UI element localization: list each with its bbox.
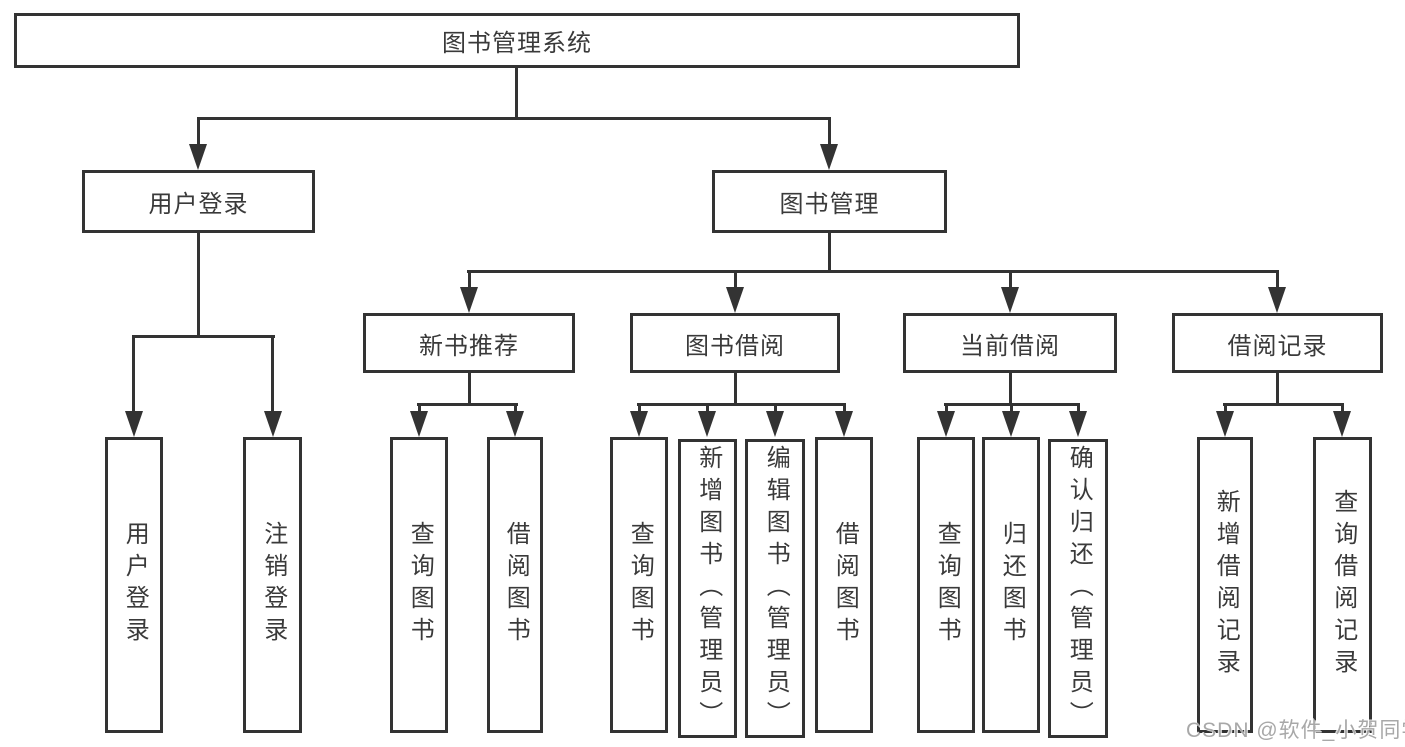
leaf-add-borrow-record: 新增借阅记录 [1197, 437, 1253, 733]
connector-line [1276, 371, 1279, 406]
connector-arrowhead [698, 411, 716, 437]
connector-arrowhead [1268, 287, 1286, 313]
leaf-add-book-admin: 新增图书（管理员） [678, 439, 737, 738]
connector-arrowhead [189, 144, 207, 170]
connector-line [515, 67, 518, 119]
connector-line [1224, 403, 1227, 416]
connector-line [1341, 403, 1344, 416]
connector-line [774, 403, 777, 416]
connector-arrowhead [630, 411, 648, 437]
connector-line [418, 403, 421, 416]
connector-line [1010, 403, 1013, 416]
node-user-login: 用户登录 [82, 170, 315, 233]
leaf-return-books: 归还图书 [982, 437, 1040, 733]
connector-arrowhead [726, 287, 744, 313]
connector-line [197, 117, 200, 147]
connector-line [132, 335, 135, 415]
node-current-borrowing: 当前借阅 [903, 313, 1117, 373]
connector-arrowhead [264, 411, 282, 437]
connector-line [1223, 403, 1343, 406]
node-new-book-recommendation: 新书推荐 [363, 313, 575, 373]
leaf-query-books-borrow: 查询图书 [610, 437, 668, 733]
connector-line [637, 403, 845, 406]
leaf-query-borrow-record: 查询借阅记录 [1313, 437, 1372, 733]
connector-arrowhead [937, 411, 955, 437]
connector-arrowhead [1216, 411, 1234, 437]
connector-line [1009, 371, 1012, 406]
leaf-logout: 注销登录 [243, 437, 302, 733]
connector-line [945, 403, 948, 416]
connector-arrowhead [125, 411, 143, 437]
node-library-management-system: 图书管理系统 [14, 13, 1020, 68]
connector-arrowhead [1069, 411, 1087, 437]
connector-arrowhead [460, 287, 478, 313]
connector-arrowhead [1002, 411, 1020, 437]
connector-line [1009, 270, 1012, 290]
connector-line [468, 371, 471, 406]
connector-line [132, 335, 275, 338]
connector-line [417, 403, 518, 406]
connector-line [197, 117, 831, 120]
connector-arrowhead [1333, 411, 1351, 437]
node-book-borrowing: 图书借阅 [630, 313, 840, 373]
connector-line [828, 117, 831, 147]
leaf-user-login: 用户登录 [105, 437, 163, 733]
connector-line [1276, 270, 1279, 290]
connector-arrowhead [835, 411, 853, 437]
connector-line [271, 335, 274, 415]
connector-line [734, 371, 737, 406]
leaf-borrow-books: 借阅图书 [815, 437, 873, 733]
connector-line [706, 403, 709, 416]
connector-arrowhead [410, 411, 428, 437]
leaf-query-books-current: 查询图书 [917, 437, 975, 733]
connector-arrowhead [766, 411, 784, 437]
leaf-borrow-books-recommend: 借阅图书 [487, 437, 543, 733]
connector-line [843, 403, 846, 416]
node-book-management: 图书管理 [712, 170, 947, 233]
connector-line [468, 270, 471, 290]
connector-arrowhead [506, 411, 524, 437]
leaf-query-books-recommend: 查询图书 [390, 437, 448, 733]
connector-arrowhead [820, 144, 838, 170]
csdn-watermark: CSDN @软件_小贺同学 [1186, 719, 1405, 742]
connector-line [734, 270, 737, 290]
leaf-confirm-return-admin: 确认归还（管理员） [1048, 439, 1108, 738]
connector-line [467, 270, 1279, 273]
leaf-edit-book-admin: 编辑图书（管理员） [745, 439, 805, 738]
connector-line [828, 231, 831, 272]
connector-line [514, 403, 517, 416]
connector-line [638, 403, 641, 416]
connector-line [197, 231, 200, 337]
connector-arrowhead [1001, 287, 1019, 313]
node-borrowing-records: 借阅记录 [1172, 313, 1383, 373]
connector-line [1077, 403, 1080, 416]
